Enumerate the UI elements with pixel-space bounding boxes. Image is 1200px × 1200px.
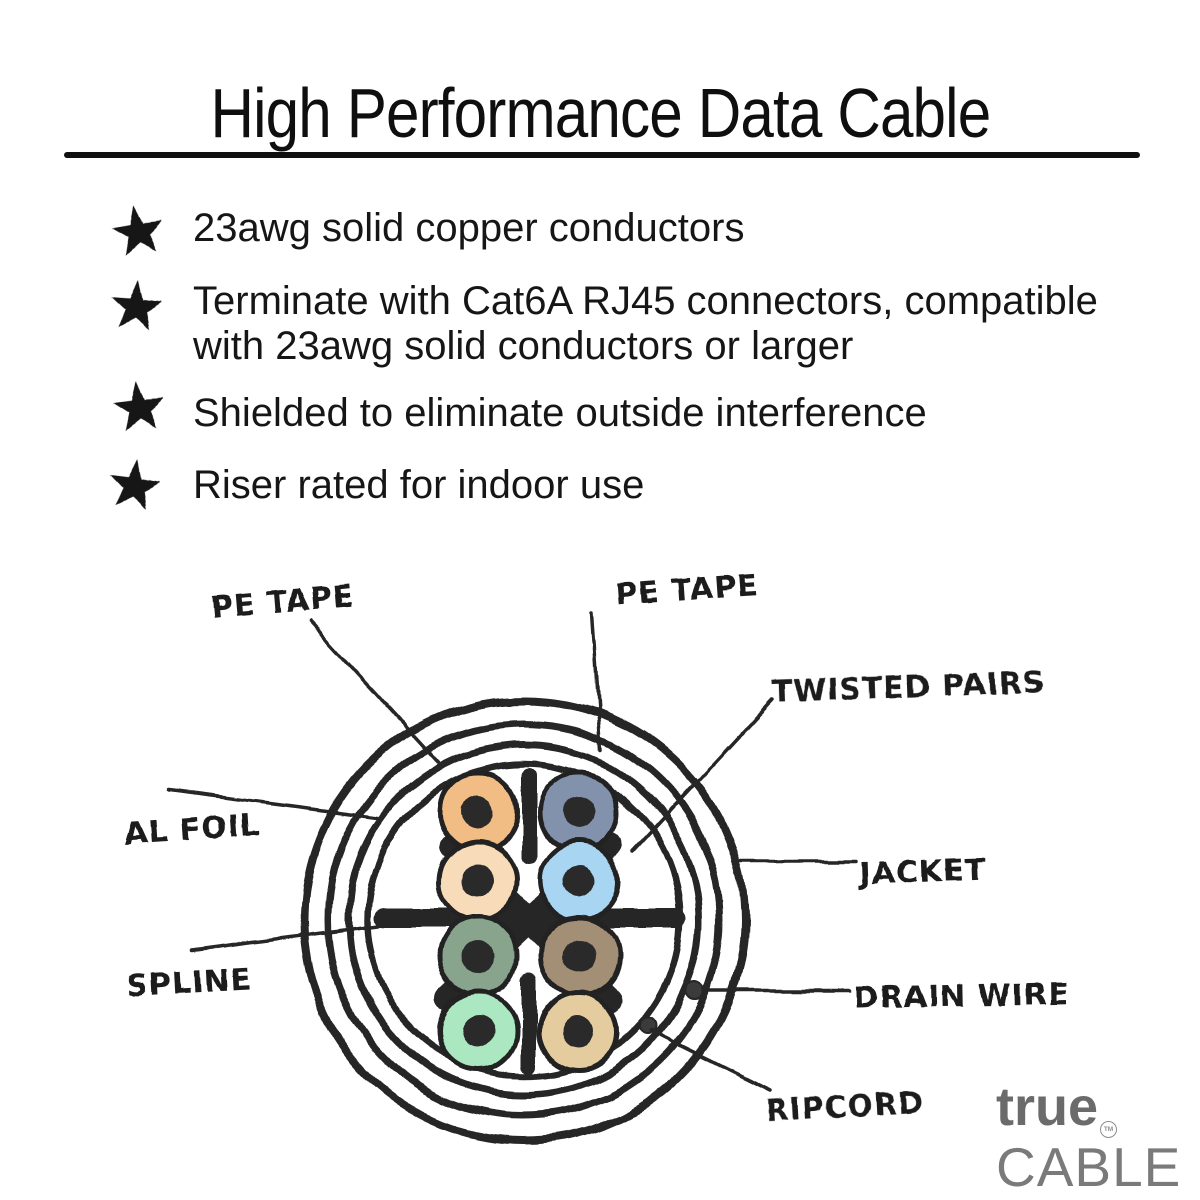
logo-word-cable: CABLE bbox=[996, 1136, 1182, 1198]
bullet-line: Terminate with Cat6A RJ45 connectors, co… bbox=[193, 279, 1098, 323]
conductor-center bbox=[562, 1015, 594, 1047]
bullet-line: Shielded to eliminate outside interferen… bbox=[193, 391, 927, 435]
label-pe-tape-left: PE TAPE bbox=[210, 579, 356, 626]
conductor-center bbox=[564, 940, 596, 972]
leader-lines bbox=[168, 610, 858, 1092]
al-foil-ring bbox=[324, 720, 724, 1120]
bullet-line: Riser rated for indoor use bbox=[193, 463, 645, 507]
label-spline: SPLINE bbox=[126, 962, 253, 1004]
bullet-text-3: Shielded to eliminate outside interferen… bbox=[193, 391, 1133, 436]
conductor-center bbox=[563, 796, 595, 828]
copper-conductors bbox=[462, 796, 596, 1047]
label-drain-wire: DRAIN WIRE bbox=[854, 977, 1070, 1016]
pe-tape-left-leader bbox=[308, 620, 445, 769]
conductor-center bbox=[462, 940, 494, 972]
conductor-center bbox=[462, 865, 494, 897]
page-title-text: High Performance Data Cable bbox=[210, 74, 991, 152]
conductor-center bbox=[462, 1015, 494, 1047]
conductor-center bbox=[462, 796, 494, 828]
ripcord-leader bbox=[649, 1029, 772, 1092]
conductor-center bbox=[563, 865, 595, 897]
title-divider bbox=[64, 152, 1140, 158]
jacket-ring bbox=[300, 696, 748, 1144]
label-pe-tape-right: PE TAPE bbox=[614, 568, 760, 613]
pe-tape-right-leader bbox=[590, 610, 603, 752]
bullet-text-4: Riser rated for indoor use bbox=[193, 463, 1133, 508]
spline-cross bbox=[374, 768, 686, 1074]
drain-wire-dot bbox=[685, 981, 705, 1001]
logo-true-text: true bbox=[996, 1077, 1099, 1137]
bullet-line: 23awg solid copper conductors bbox=[193, 206, 745, 250]
label-twisted-pairs: TWISTED PAIRS bbox=[771, 665, 1046, 710]
al-foil-leader bbox=[168, 789, 379, 820]
label-ripcord: RIPCORD bbox=[765, 1086, 925, 1129]
page-title: High Performance Data Cable bbox=[0, 76, 1200, 150]
label-jacket: JACKET bbox=[857, 853, 987, 892]
twisted-pairs-group bbox=[436, 770, 622, 1073]
trademark-icon: TM bbox=[1100, 1121, 1118, 1138]
bullet-text-2: Terminate with Cat6A RJ45 connectors, co… bbox=[193, 279, 1133, 369]
bullet-text-1: 23awg solid copper conductors bbox=[193, 206, 1133, 251]
pe-tape-outer-ring bbox=[345, 741, 703, 1099]
bullet-line: with 23awg solid conductors or larger bbox=[193, 324, 854, 368]
twisted-pairs-leader bbox=[630, 698, 775, 854]
spline-leader bbox=[190, 922, 392, 952]
label-al-foil: AL FOIL bbox=[123, 808, 261, 852]
